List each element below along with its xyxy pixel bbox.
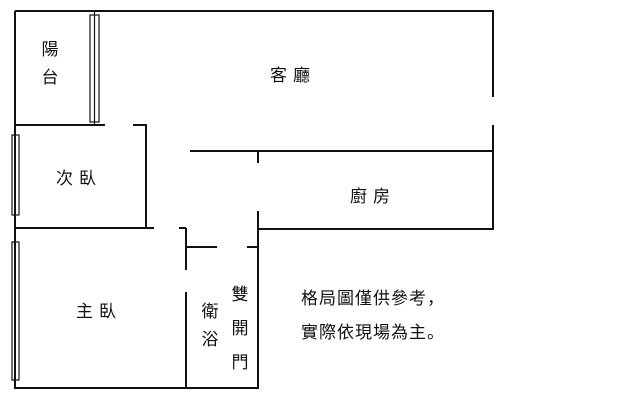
room-label-second-bedroom: 次臥 xyxy=(56,169,102,189)
room-label-balcony: 陽台 xyxy=(41,40,59,88)
room-label-bathroom: 衛浴 xyxy=(201,302,219,350)
second-bedroom-window xyxy=(11,134,20,216)
disclaimer-line-2: 實際依現場為主。 xyxy=(301,323,445,343)
room-label-kitchen: 廚房 xyxy=(350,187,396,207)
disclaimer-line-1: 格局圖僅供參考， xyxy=(301,289,445,309)
room-label-living-room: 客廳 xyxy=(270,66,316,86)
walls xyxy=(14,10,494,389)
room-label-master-bedroom: 主臥 xyxy=(76,302,122,322)
double-door-label: 雙開門 xyxy=(231,285,249,373)
windows xyxy=(11,11,100,381)
master-bedroom-window xyxy=(11,241,20,381)
